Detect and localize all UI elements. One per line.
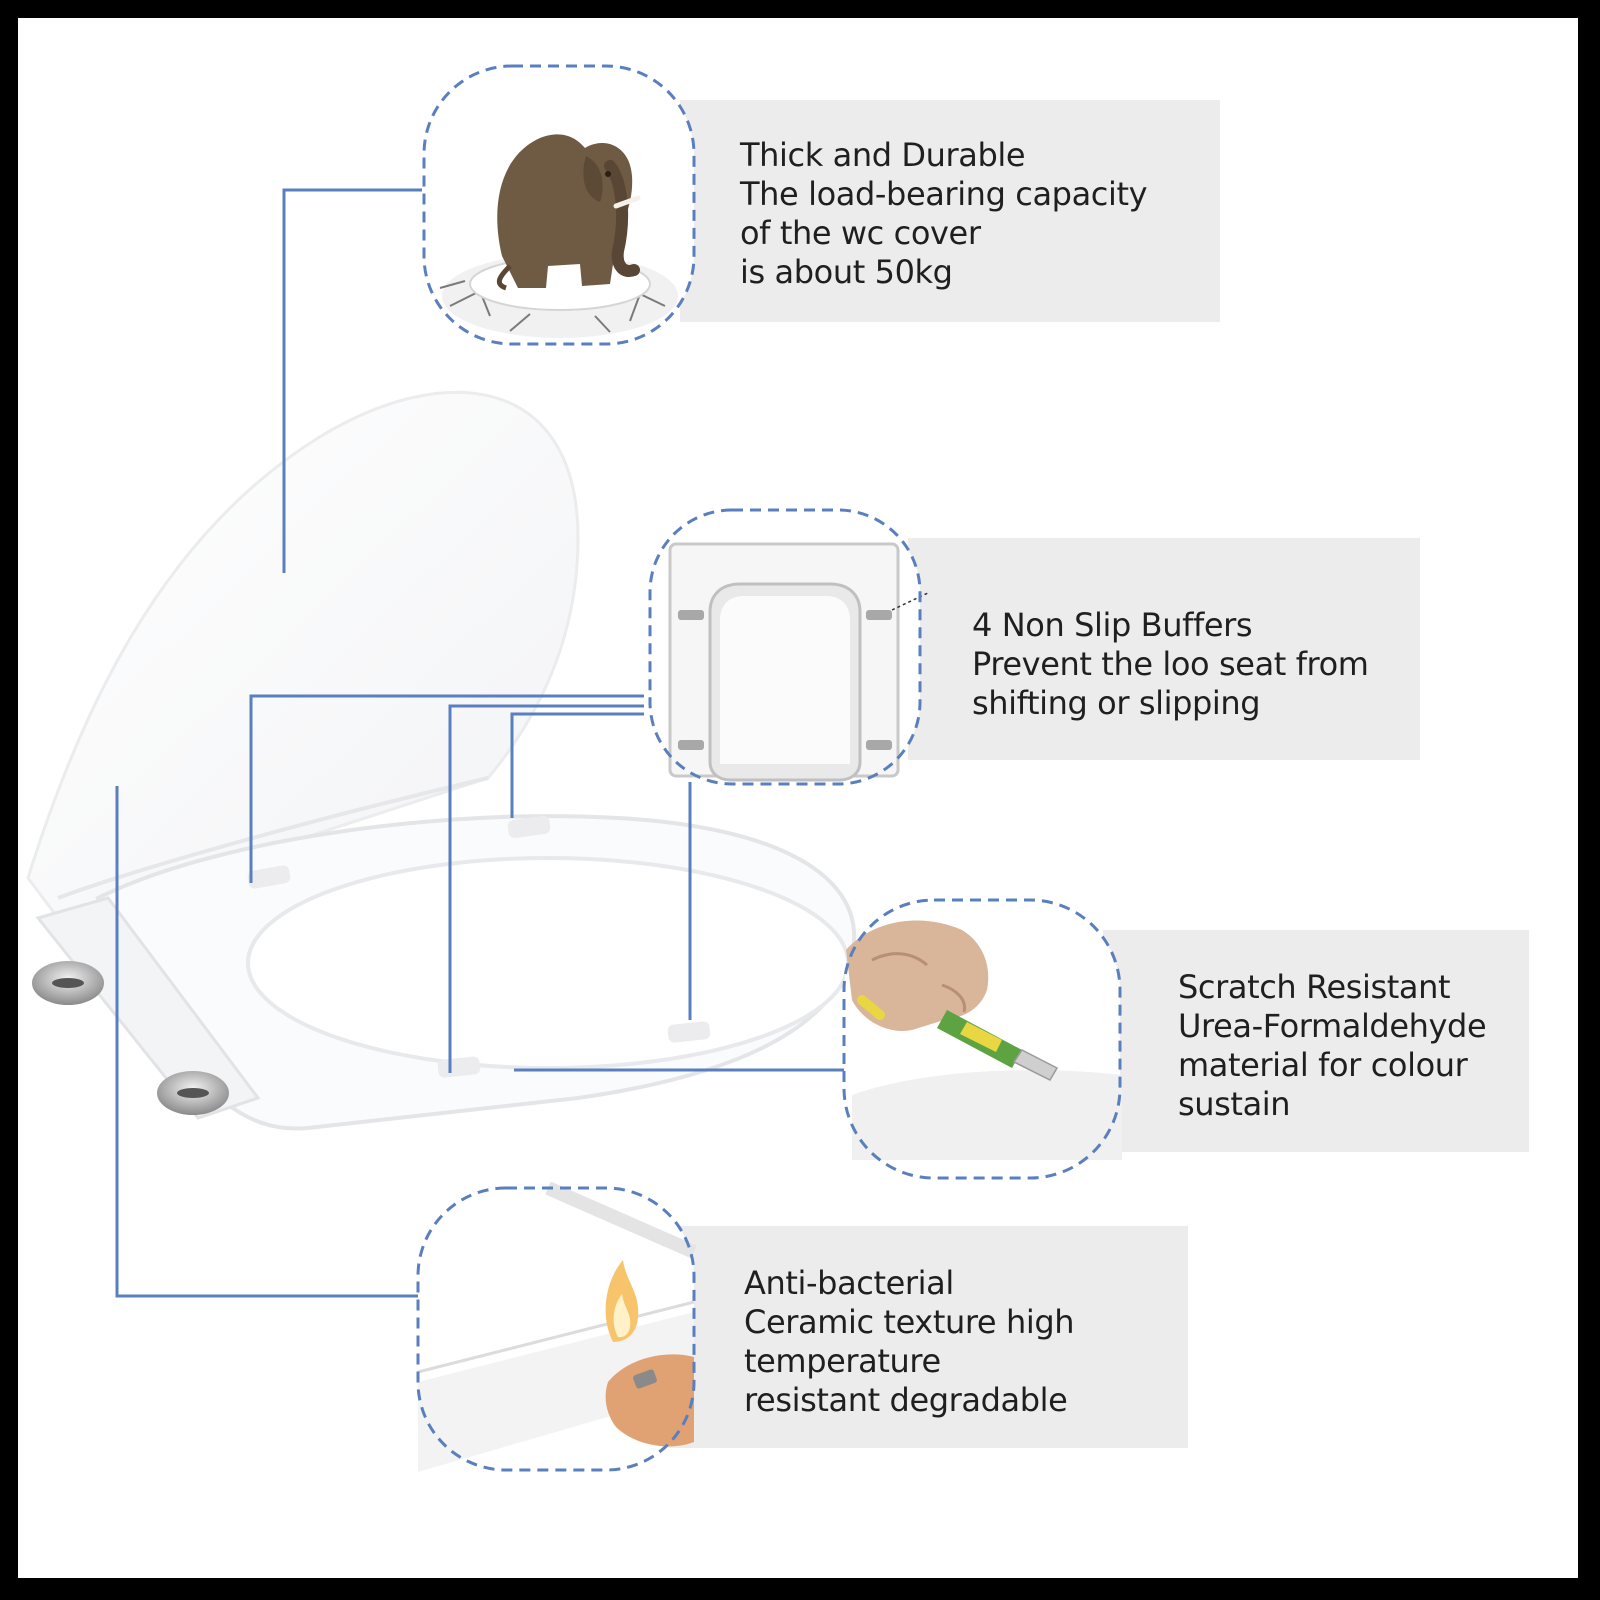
feature-text-durable: Thick and Durable The load-bearing capac… xyxy=(740,136,1148,292)
feature-line: sustain xyxy=(1178,1085,1291,1123)
feature-line: material for colour xyxy=(1178,1046,1468,1084)
connector-antibacterial xyxy=(115,786,418,1298)
feature-line: Urea-Formaldehyde xyxy=(1178,1007,1487,1045)
connector-buffer-2 xyxy=(448,704,644,1073)
flame-test-icon xyxy=(416,1182,697,1472)
feature-panel-buffers xyxy=(908,538,1420,760)
feature-line: resistant degradable xyxy=(744,1381,1068,1419)
feature-line: is about 50kg xyxy=(740,253,953,291)
feature-panel-antibacterial xyxy=(668,1226,1188,1448)
infographic-board: Thick and Durable The load-bearing capac… xyxy=(18,18,1578,1578)
feature-text-scratch: Scratch Resistant Urea-Formaldehyde mate… xyxy=(1178,968,1487,1124)
feature-line: of the wc cover xyxy=(740,214,981,252)
feature-panel-durable xyxy=(680,100,1220,322)
connector-durable xyxy=(282,188,422,573)
feature-text-buffers: 4 Non Slip Buffers Prevent the loo seat … xyxy=(972,606,1369,723)
feature-line: The load-bearing capacity xyxy=(740,175,1148,213)
feature-line: shifting or slipping xyxy=(972,684,1261,722)
feature-title-durable: Thick and Durable xyxy=(740,136,1026,174)
connector-buffer-3 xyxy=(510,712,644,818)
connector-buffer-1 xyxy=(249,694,644,883)
knife-scratch-icon xyxy=(842,898,1122,1180)
seat-underside-buffers-icon xyxy=(648,508,930,786)
connector-lines xyxy=(115,188,846,1298)
feature-line: Prevent the loo seat from xyxy=(972,645,1369,683)
toilet-seat-illustration xyxy=(26,390,857,1131)
feature-title-buffers: 4 Non Slip Buffers xyxy=(972,606,1253,644)
feature-panel-scratch xyxy=(1103,930,1529,1152)
elephant-on-seat-icon xyxy=(422,64,696,346)
feature-line: Ceramic texture high xyxy=(744,1303,1075,1341)
feature-text-antibacterial: Anti-bacterial Ceramic texture high temp… xyxy=(744,1264,1075,1420)
feature-line: temperature xyxy=(744,1342,941,1380)
feature-title-antibacterial: Anti-bacterial xyxy=(744,1264,954,1302)
feature-title-scratch: Scratch Resistant xyxy=(1178,968,1451,1006)
